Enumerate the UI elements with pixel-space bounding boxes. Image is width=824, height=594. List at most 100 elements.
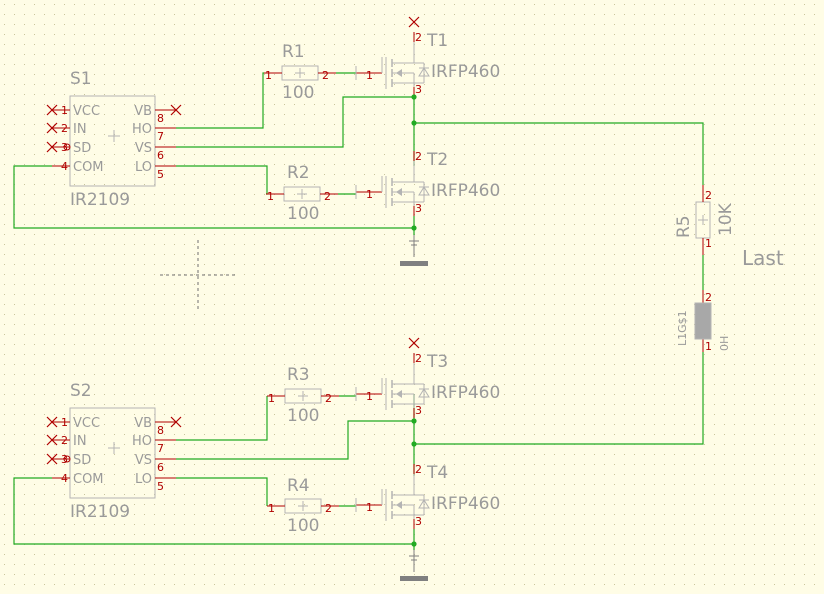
mosfet-name-label: T3 xyxy=(426,352,448,372)
unconnected-marker-icon xyxy=(46,434,58,446)
pin-label-ho: HO xyxy=(132,122,152,137)
junctions xyxy=(411,94,417,547)
resistor-value-label: 100 xyxy=(287,516,319,536)
mosfet-value-label: IRFP460 xyxy=(431,62,500,82)
pin-number: 1 xyxy=(61,104,68,117)
pin-label-ho: HO xyxy=(132,434,152,449)
resistor-value-label: 100 xyxy=(287,406,319,426)
pin-number: 1 xyxy=(366,390,373,403)
body-diode-icon xyxy=(418,388,430,398)
driver-body xyxy=(69,407,156,499)
wire-net xyxy=(176,96,414,148)
pin-number: 1 xyxy=(366,188,373,201)
wire-net xyxy=(176,420,414,460)
body-diode-icon xyxy=(418,499,430,509)
unconnected-marker-icon xyxy=(408,337,420,349)
pin-number: 1 xyxy=(265,69,272,82)
resistor-r3: 1 2 R3 100 xyxy=(267,365,339,426)
pin-label-lo: LO xyxy=(135,472,152,487)
pin-number: 2 xyxy=(415,463,422,476)
body-diode-icon xyxy=(418,67,430,77)
inductor-body xyxy=(694,302,712,340)
driver-value-label: IR2109 xyxy=(70,190,130,210)
driver-name-label: S2 xyxy=(70,381,92,401)
junction-dot xyxy=(411,541,417,547)
pin-number: 2 xyxy=(325,392,332,405)
wire-net xyxy=(176,396,268,441)
resistor-name-label: R2 xyxy=(287,163,310,183)
pin-number: 4 xyxy=(61,472,68,485)
resistor-r5-name-label: R5 xyxy=(674,215,694,238)
pin-number: 3 xyxy=(415,202,422,215)
body-diode-icon xyxy=(418,186,430,196)
ground-symbol-bottom xyxy=(400,550,428,581)
driver-value-label: IR2109 xyxy=(70,502,130,522)
resistor-value-label: 100 xyxy=(282,83,314,103)
pin-label-vb: VB xyxy=(134,416,152,431)
resistor-r5-value-label: 10K xyxy=(716,202,736,236)
resistor-name-label: R1 xyxy=(282,42,305,62)
pin-label-lo: LO xyxy=(135,160,152,175)
wire-net xyxy=(13,477,414,545)
pin-label-sd: SD xyxy=(73,453,91,468)
wire-net xyxy=(13,165,414,229)
junction-dot xyxy=(411,225,417,231)
pin-label-com: COM xyxy=(73,472,104,487)
resistor-value-label: 100 xyxy=(287,204,319,224)
pin-number: 8 xyxy=(157,112,164,125)
pin-number: 7 xyxy=(157,442,164,455)
inversion-bubble xyxy=(63,143,71,151)
pin-label-in: IN xyxy=(73,434,87,449)
ground-symbol-top xyxy=(400,235,428,266)
pin-number: 1 xyxy=(268,502,275,515)
mosfet-name-label: T4 xyxy=(426,463,448,483)
mosfet-name-label: T2 xyxy=(426,150,448,170)
wire-net xyxy=(414,352,704,445)
inversion-bubble xyxy=(63,455,71,463)
pin-number: 1 xyxy=(268,392,275,405)
pin-label-vs: VS xyxy=(135,453,152,468)
mosfet-value-label: IRFP460 xyxy=(431,494,500,514)
pin-number: 2 xyxy=(324,190,331,203)
pin-label-vcc: VCC xyxy=(73,416,100,431)
pin-number: 1 xyxy=(705,340,712,353)
pin-number: 2 xyxy=(61,434,68,447)
resistor-name-label: R3 xyxy=(287,365,310,385)
channel-arrow-icon xyxy=(396,390,402,398)
unconnected-marker-icon xyxy=(46,104,58,116)
inductor-value-label: 0H xyxy=(718,336,731,351)
pin-number: 8 xyxy=(157,424,164,437)
pin-label-in: IN xyxy=(73,122,87,137)
pin-label-sd: SD xyxy=(73,141,91,156)
unconnected-marker-icon xyxy=(46,453,58,465)
pin-number: 2 xyxy=(415,31,422,44)
junction-dot xyxy=(411,441,417,447)
ground-bar-icon xyxy=(400,576,428,581)
unconnected-marker-icon xyxy=(46,122,58,134)
driver-name-label: S1 xyxy=(70,69,92,89)
pin-number: 3 xyxy=(415,83,422,96)
unconnected-marker-icon xyxy=(170,104,182,116)
unconnected-marker-icon xyxy=(408,16,420,28)
resistor-name-label: R4 xyxy=(287,476,310,496)
wires xyxy=(13,72,704,550)
junction-dot xyxy=(411,418,417,424)
pin-number: 2 xyxy=(415,352,422,365)
pin-number: 6 xyxy=(157,461,164,474)
pin-number: 1 xyxy=(61,416,68,429)
mosfet-value-label: IRFP460 xyxy=(431,383,500,403)
pin-number: 7 xyxy=(157,130,164,143)
channel-arrow-icon xyxy=(396,69,402,77)
pin-number: 5 xyxy=(157,168,164,181)
mosfet-name-label: T1 xyxy=(426,31,448,51)
